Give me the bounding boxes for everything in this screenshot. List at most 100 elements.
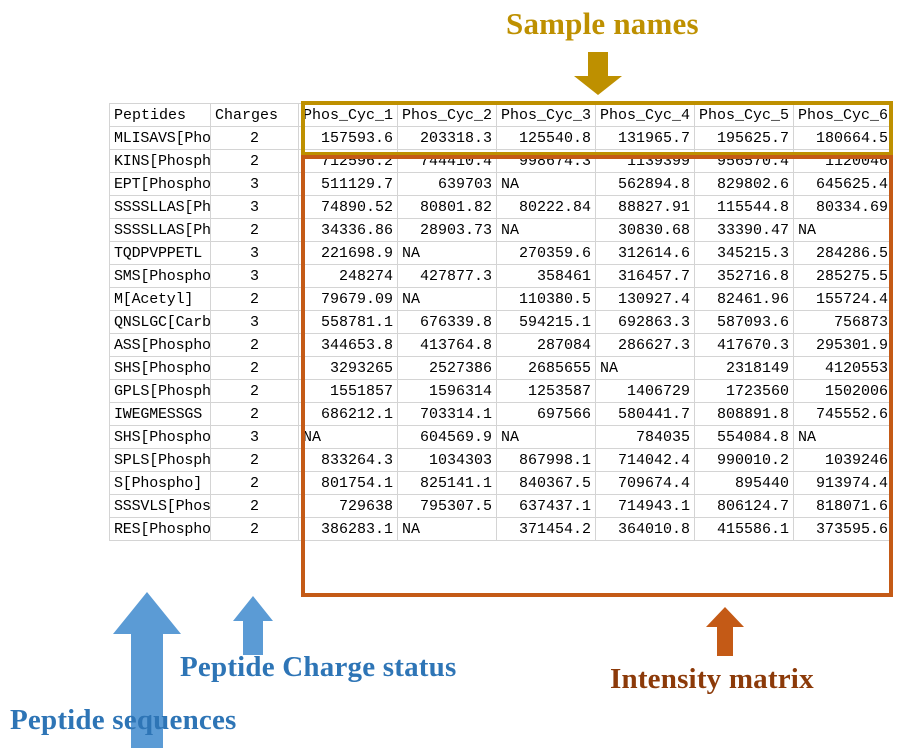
- cell-intensity[interactable]: 697566: [496, 402, 596, 426]
- cell-charge[interactable]: 2: [210, 126, 299, 150]
- column-header-sample-5[interactable]: Phos_Cyc_5: [694, 103, 794, 127]
- cell-intensity[interactable]: 587093.6: [694, 310, 794, 334]
- spreadsheet-table[interactable]: Peptides Charges Phos_Cyc_1 Phos_Cyc_2 P…: [109, 103, 893, 541]
- cell-intensity[interactable]: 125540.8: [496, 126, 596, 150]
- cell-intensity[interactable]: 295301.9: [793, 333, 893, 357]
- cell-peptide[interactable]: SHS[Phospho]: [109, 356, 211, 380]
- cell-intensity[interactable]: 34336.86: [298, 218, 398, 242]
- cell-intensity[interactable]: 833264.3: [298, 448, 398, 472]
- cell-intensity[interactable]: NA: [595, 356, 695, 380]
- cell-intensity[interactable]: 714943.1: [595, 494, 695, 518]
- cell-charge[interactable]: 2: [210, 494, 299, 518]
- cell-intensity[interactable]: 286627.3: [595, 333, 695, 357]
- cell-intensity[interactable]: 28903.73: [397, 218, 497, 242]
- cell-intensity[interactable]: 913974.4: [793, 471, 893, 495]
- cell-intensity[interactable]: 427877.3: [397, 264, 497, 288]
- cell-intensity[interactable]: 203318.3: [397, 126, 497, 150]
- cell-peptide[interactable]: SMS[Phospho]: [109, 264, 211, 288]
- cell-intensity[interactable]: 221698.9: [298, 241, 398, 265]
- cell-charge[interactable]: 2: [210, 448, 299, 472]
- cell-intensity[interactable]: 1120046: [793, 149, 893, 173]
- cell-intensity[interactable]: 1596314: [397, 379, 497, 403]
- cell-peptide[interactable]: S[Phospho]: [109, 471, 211, 495]
- cell-peptide[interactable]: SSSVLS[Phospho]: [109, 494, 211, 518]
- column-header-sample-4[interactable]: Phos_Cyc_4: [595, 103, 695, 127]
- cell-charge[interactable]: 3: [210, 172, 299, 196]
- cell-intensity[interactable]: 364010.8: [595, 517, 695, 541]
- cell-charge[interactable]: 3: [210, 264, 299, 288]
- cell-intensity[interactable]: NA: [397, 287, 497, 311]
- cell-intensity[interactable]: 285275.5: [793, 264, 893, 288]
- cell-intensity[interactable]: 744410.4: [397, 149, 497, 173]
- cell-intensity[interactable]: 386283.1: [298, 517, 398, 541]
- cell-peptide[interactable]: EPT[Phospho]: [109, 172, 211, 196]
- cell-peptide[interactable]: SSSSLLAS[Phospho]: [109, 218, 211, 242]
- cell-intensity[interactable]: NA: [496, 218, 596, 242]
- cell-intensity[interactable]: 115544.8: [694, 195, 794, 219]
- column-header-sample-1[interactable]: Phos_Cyc_1: [298, 103, 398, 127]
- cell-intensity[interactable]: 157593.6: [298, 126, 398, 150]
- cell-intensity[interactable]: 806124.7: [694, 494, 794, 518]
- cell-intensity[interactable]: 248274: [298, 264, 398, 288]
- cell-intensity[interactable]: NA: [496, 425, 596, 449]
- cell-charge[interactable]: 2: [210, 402, 299, 426]
- cell-intensity[interactable]: 558781.1: [298, 310, 398, 334]
- cell-intensity[interactable]: 3293265: [298, 356, 398, 380]
- cell-charge[interactable]: 2: [210, 356, 299, 380]
- cell-intensity[interactable]: 80222.84: [496, 195, 596, 219]
- cell-intensity[interactable]: 130927.4: [595, 287, 695, 311]
- cell-intensity[interactable]: 676339.8: [397, 310, 497, 334]
- cell-intensity[interactable]: 155724.4: [793, 287, 893, 311]
- cell-charge[interactable]: 2: [210, 287, 299, 311]
- cell-peptide[interactable]: MLISAVS[Phospho]: [109, 126, 211, 150]
- cell-intensity[interactable]: NA: [793, 218, 893, 242]
- cell-intensity[interactable]: 829802.6: [694, 172, 794, 196]
- cell-intensity[interactable]: 808891.8: [694, 402, 794, 426]
- cell-intensity[interactable]: NA: [298, 425, 398, 449]
- cell-intensity[interactable]: 287084: [496, 333, 596, 357]
- cell-intensity[interactable]: 703314.1: [397, 402, 497, 426]
- cell-intensity[interactable]: 1039246: [793, 448, 893, 472]
- cell-intensity[interactable]: 80334.69: [793, 195, 893, 219]
- cell-intensity[interactable]: 594215.1: [496, 310, 596, 334]
- cell-intensity[interactable]: 645625.4: [793, 172, 893, 196]
- cell-intensity[interactable]: 270359.6: [496, 241, 596, 265]
- cell-intensity[interactable]: 88827.91: [595, 195, 695, 219]
- cell-intensity[interactable]: 1723560: [694, 379, 794, 403]
- cell-intensity[interactable]: 373595.6: [793, 517, 893, 541]
- cell-intensity[interactable]: 2527386: [397, 356, 497, 380]
- cell-peptide[interactable]: SHS[Phospho]: [109, 425, 211, 449]
- cell-peptide[interactable]: KINS[Phospho]: [109, 149, 211, 173]
- cell-intensity[interactable]: 867998.1: [496, 448, 596, 472]
- cell-intensity[interactable]: 74890.52: [298, 195, 398, 219]
- cell-intensity[interactable]: 1502006: [793, 379, 893, 403]
- column-header-peptides[interactable]: Peptides: [109, 103, 211, 127]
- cell-intensity[interactable]: 554084.8: [694, 425, 794, 449]
- cell-intensity[interactable]: 712596.2: [298, 149, 398, 173]
- cell-intensity[interactable]: 686212.1: [298, 402, 398, 426]
- cell-intensity[interactable]: 756873: [793, 310, 893, 334]
- cell-intensity[interactable]: 639703: [397, 172, 497, 196]
- cell-intensity[interactable]: 729638: [298, 494, 398, 518]
- column-header-sample-2[interactable]: Phos_Cyc_2: [397, 103, 497, 127]
- cell-intensity[interactable]: 30830.68: [595, 218, 695, 242]
- column-header-sample-3[interactable]: Phos_Cyc_3: [496, 103, 596, 127]
- cell-intensity[interactable]: NA: [793, 425, 893, 449]
- cell-intensity[interactable]: 131965.7: [595, 126, 695, 150]
- column-header-charges[interactable]: Charges: [210, 103, 299, 127]
- cell-intensity[interactable]: 998674.3: [496, 149, 596, 173]
- cell-intensity[interactable]: 709674.4: [595, 471, 695, 495]
- cell-intensity[interactable]: 316457.7: [595, 264, 695, 288]
- cell-charge[interactable]: 2: [210, 517, 299, 541]
- cell-intensity[interactable]: 345215.3: [694, 241, 794, 265]
- cell-intensity[interactable]: 1406729: [595, 379, 695, 403]
- cell-intensity[interactable]: 580441.7: [595, 402, 695, 426]
- cell-peptide[interactable]: IWEGMESSGS: [109, 402, 211, 426]
- cell-intensity[interactable]: 818071.6: [793, 494, 893, 518]
- cell-intensity[interactable]: 604569.9: [397, 425, 497, 449]
- column-header-sample-6[interactable]: Phos_Cyc_6: [793, 103, 893, 127]
- cell-intensity[interactable]: 784035: [595, 425, 695, 449]
- cell-charge[interactable]: 2: [210, 333, 299, 357]
- cell-intensity[interactable]: 840367.5: [496, 471, 596, 495]
- cell-peptide[interactable]: TQDPVPPETL: [109, 241, 211, 265]
